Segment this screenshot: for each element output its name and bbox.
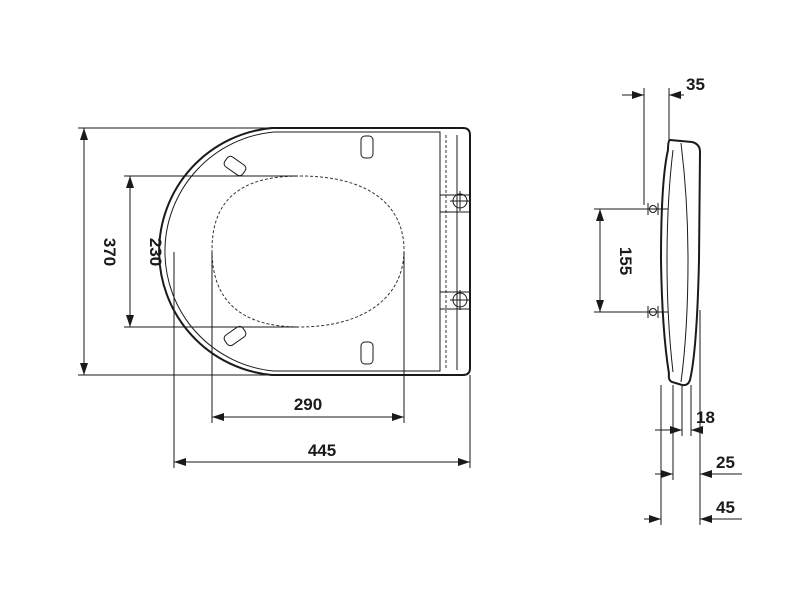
hinge-strip-notch-bottom (440, 291, 470, 310)
hinge-bolt-upper (644, 203, 668, 215)
seat-side-lid-line (666, 149, 674, 373)
side-extension-lines (660, 310, 701, 525)
dim-18-label: 18 (696, 408, 715, 427)
dim-155: 155 (594, 208, 644, 313)
dim-155-label: 155 (616, 247, 635, 275)
seat-side-view (644, 138, 702, 387)
dim-230: 230 (124, 175, 298, 328)
hinge-bolt-lower (644, 306, 668, 318)
dim-445-label: 445 (308, 441, 336, 460)
dim-35: 35 (622, 75, 705, 205)
seat-rim-outline (164, 131, 441, 372)
hinge-screw-bottom (450, 290, 470, 310)
bumper-pad-bottom-left (223, 325, 247, 347)
bumper-pad-top-right (360, 135, 374, 159)
seat-outer-outline (158, 127, 471, 376)
dim-45-label: 45 (716, 498, 735, 517)
seat-side-body (659, 138, 702, 387)
bumper-pad-top-left (223, 155, 247, 177)
dim-25: 25 (655, 453, 742, 478)
dim-18: 18 (655, 408, 715, 434)
dim-445: 445 (173, 252, 471, 468)
dim-370-label: 370 (100, 238, 119, 266)
dim-370: 370 (78, 127, 270, 376)
seat-side-inner-line (680, 142, 689, 383)
dim-230-label: 230 (146, 238, 165, 266)
dim-45: 45 (644, 498, 742, 523)
dim-290-label: 290 (294, 395, 322, 414)
dim-290: 290 (211, 252, 405, 423)
hinge-screw-top (450, 191, 470, 211)
seat-top-view (158, 127, 471, 376)
inner-opening-outline (211, 175, 405, 328)
dim-25-label: 25 (716, 453, 735, 472)
dim-35-label: 35 (686, 75, 705, 94)
hinge-strip-notch-top (440, 194, 470, 213)
bumper-pad-bottom-right (360, 341, 374, 365)
